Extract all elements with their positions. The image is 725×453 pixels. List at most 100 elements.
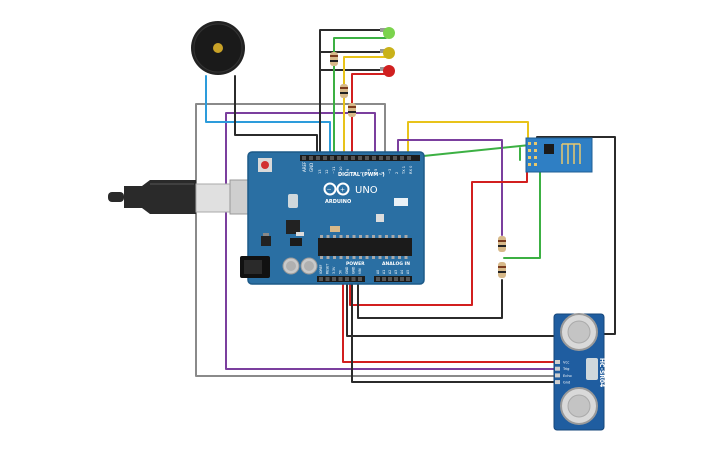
- power-pin[interactable]: [351, 277, 356, 281]
- resistor-led-green[interactable]: [330, 52, 338, 66]
- digital-pin[interactable]: [302, 156, 306, 160]
- analog-pin[interactable]: [406, 277, 410, 281]
- esp-pin[interactable]: [528, 142, 531, 145]
- wire-black-sensor-2[interactable]: [351, 277, 557, 383]
- digital-pin[interactable]: [393, 156, 397, 160]
- analog-header: [374, 276, 412, 282]
- power-pin[interactable]: [319, 277, 323, 281]
- usb-cable[interactable]: [108, 179, 271, 215]
- sensor-pin[interactable]: [555, 360, 560, 364]
- wire-green-led[interactable]: [333, 37, 387, 159]
- digital-pin-label: 7: [360, 172, 364, 174]
- gnd-label: GND: [309, 163, 314, 172]
- analog-pin[interactable]: [400, 277, 404, 281]
- digital-pin[interactable]: [344, 156, 348, 160]
- resistor-divider-2[interactable]: [498, 262, 506, 278]
- power-pin-label: 5V: [339, 269, 343, 274]
- esp-pin[interactable]: [534, 149, 537, 152]
- resistor-led-yellow[interactable]: [340, 84, 348, 98]
- digital-pin-label: 12: [325, 169, 329, 174]
- digital-pin-label: 8: [353, 171, 357, 174]
- analog-pin[interactable]: [394, 277, 398, 281]
- sensor-pin-label: Gnd: [563, 381, 570, 385]
- resistor-led-red[interactable]: [348, 103, 356, 117]
- esp-pin[interactable]: [534, 156, 537, 159]
- sensor-pin[interactable]: [555, 373, 560, 378]
- sensor-pin[interactable]: [555, 380, 560, 385]
- digital-pin-label: ~9: [346, 168, 350, 174]
- digital-pin[interactable]: [379, 156, 383, 160]
- digital-pin-label: 2: [395, 172, 399, 174]
- digital-pin[interactable]: [323, 156, 327, 160]
- digital-pin[interactable]: [358, 156, 362, 160]
- power-pin[interactable]: [325, 277, 330, 281]
- power-pin[interactable]: [332, 277, 336, 281]
- esp-pin[interactable]: [528, 163, 531, 166]
- esp8266-wifi-module[interactable]: [525, 137, 593, 173]
- analog-pin-label: A1: [382, 270, 386, 274]
- esp-pin[interactable]: [534, 142, 537, 145]
- power-pin[interactable]: [358, 277, 362, 281]
- digital-pin-label: ~6: [367, 168, 371, 174]
- power-pin-label: 3.3V: [332, 266, 336, 274]
- usb-chip: [286, 220, 300, 234]
- digital-pin[interactable]: [330, 156, 334, 160]
- wire-blue[interactable]: [205, 75, 331, 159]
- wire-black-buzzer[interactable]: [234, 75, 318, 159]
- digital-pin[interactable]: [372, 156, 376, 160]
- wire-black-sensor-1[interactable]: [346, 277, 557, 337]
- wire-red-led[interactable]: [351, 73, 387, 159]
- esp-pin[interactable]: [534, 163, 537, 166]
- capacitors: [282, 257, 318, 275]
- analog-pin[interactable]: [388, 277, 392, 281]
- resistor-divider-1[interactable]: [498, 236, 506, 252]
- svg-text:−: −: [327, 186, 332, 193]
- esp-pin[interactable]: [528, 156, 531, 159]
- piezo-buzzer[interactable]: [191, 21, 245, 75]
- led-yellow[interactable]: [380, 47, 395, 59]
- sensor-pin-label: Vcc: [563, 361, 569, 365]
- wire-black-led-gnd[interactable]: [319, 29, 383, 159]
- aref-label: AREF: [302, 161, 307, 172]
- analog-pin-label: A2: [388, 270, 392, 274]
- digital-pin[interactable]: [351, 156, 355, 160]
- digital-pin[interactable]: [309, 156, 313, 160]
- analog-pin-label: A3: [394, 270, 398, 274]
- digital-pin[interactable]: [337, 156, 341, 160]
- power-pin[interactable]: [345, 277, 349, 281]
- analog-pin[interactable]: [376, 277, 380, 281]
- esp-pin[interactable]: [528, 149, 531, 152]
- analog-pin-label: A0: [376, 270, 380, 274]
- digital-pin[interactable]: [316, 156, 320, 160]
- analog-pin[interactable]: [382, 277, 386, 281]
- wire-black-divider[interactable]: [357, 277, 503, 319]
- digital-pin[interactable]: [365, 156, 369, 160]
- wire-red-wifi[interactable]: [349, 169, 528, 306]
- reset-button[interactable]: [258, 158, 272, 172]
- digital-pin[interactable]: [407, 156, 411, 160]
- digital-pin-label: ~11: [332, 166, 336, 174]
- crystal: [288, 194, 298, 208]
- wire-yellow-led[interactable]: [343, 56, 387, 159]
- wire-purple-left[interactable]: [225, 112, 557, 370]
- wire-green-wifi[interactable]: [403, 144, 541, 259]
- power-pin[interactable]: [338, 277, 343, 281]
- led-red[interactable]: [380, 65, 395, 77]
- wire-red-sensor[interactable]: [342, 277, 557, 363]
- sensor-pin[interactable]: [555, 366, 560, 371]
- digital-pin[interactable]: [386, 156, 390, 160]
- power-pin-label: VIN: [358, 268, 362, 274]
- digital-pins: [302, 156, 411, 160]
- icsp-header: [290, 238, 302, 246]
- led-green[interactable]: [380, 27, 395, 39]
- power-header-label: POWER: [346, 261, 365, 267]
- wire-purple-wifi[interactable]: [397, 139, 503, 236]
- wire-gray[interactable]: [195, 103, 557, 377]
- digital-pin[interactable]: [400, 156, 404, 160]
